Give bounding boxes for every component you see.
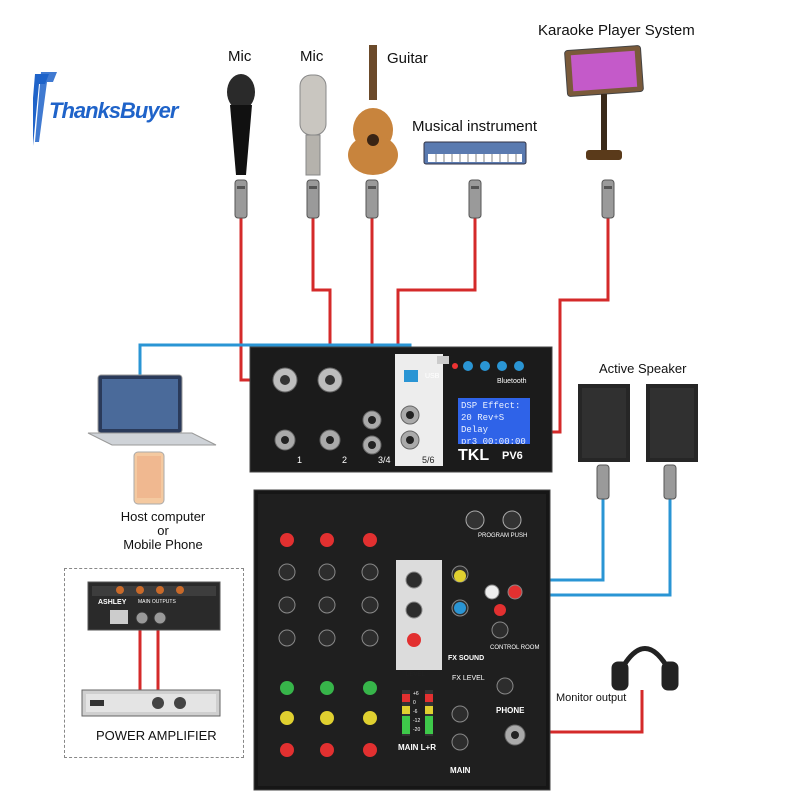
meter-tick: 0 (413, 700, 416, 706)
mic1-label: Mic (228, 48, 252, 65)
channel-3-4-label: 3/4 (378, 455, 391, 465)
mixer-model: PV6 (502, 450, 523, 462)
thanksbuyer-logo (33, 70, 148, 148)
rear-jacks (272, 356, 524, 455)
guitar-label: Guitar (387, 50, 428, 67)
monitor-output-label: Monitor output (556, 692, 627, 704)
amplifier-group-box (64, 568, 244, 758)
keyboard-icon (423, 141, 527, 165)
led-meters (402, 690, 433, 736)
cable-speaker-right (505, 490, 672, 597)
host-label: Host computer or Mobile Phone (98, 510, 228, 552)
power-amplifier-icon (81, 689, 221, 717)
mic2-label: Mic (300, 48, 324, 65)
mixer-brand: TKL (458, 447, 490, 464)
host-label-line: or (157, 523, 169, 538)
meter-scale: +6 0 -6 -12 -20 (413, 690, 420, 735)
active-speaker-left-icon (578, 384, 630, 462)
mixer-lcd-screen: DSP Effect: 20 Rev+S Delay pr3 00:00:00 (458, 398, 530, 444)
karaoke-label: Karaoke Player System (538, 22, 695, 39)
ashley-amp-icon (87, 581, 221, 631)
main-lr-label: MAIN L+R (398, 743, 436, 752)
logo-text: ThanksBuyer (49, 98, 178, 123)
karaoke-player-icon (564, 45, 644, 160)
meter-tick: -12 (413, 718, 421, 724)
control-room-label: CONTROL ROOM (490, 645, 540, 651)
headphones-icon (611, 646, 679, 691)
amp-panel-label: MAIN OUTPUTS (138, 599, 176, 605)
microphone-dynamic-icon (227, 74, 255, 175)
program-push-label: PROGRAM PUSH (478, 533, 528, 539)
fx-sound-label: FX SOUND (448, 655, 485, 662)
active-speaker-right-icon (646, 384, 698, 462)
mixer-knobs (278, 510, 526, 757)
active-speaker-label: Active Speaker (599, 361, 687, 376)
lcd-line: pr3 00:00:00 (461, 437, 526, 444)
meter-tick: -20 (413, 727, 421, 733)
channel-2-label: 2 (342, 455, 348, 465)
xlr-connectors (234, 179, 677, 500)
bluetooth-label: Bluetooth (497, 378, 527, 385)
guitar-icon (348, 45, 398, 175)
lcd-line: 20 Rev+S Delay (461, 413, 505, 435)
host-label-line: Host computer (120, 509, 206, 524)
mobile-phone-icon (133, 451, 165, 505)
usb-label: USB (425, 373, 440, 380)
meter-tick: +6 (413, 691, 419, 697)
lcd-line: DSP Effect: (461, 401, 521, 411)
phone-label: PHONE (496, 706, 525, 715)
level-label: LEVEL (406, 672, 425, 678)
fx-level-label: FX LEVEL (452, 675, 485, 682)
instrument-label: Musical instrument (412, 118, 538, 135)
microphone-condenser-icon (299, 74, 327, 176)
channel-5-6-label: 5/6 (422, 455, 435, 465)
amp-brand: ASHLEY (98, 599, 127, 606)
meter-tick: -6 (413, 709, 418, 715)
host-label-line: Mobile Phone (123, 537, 203, 552)
cable-monitor (528, 690, 644, 734)
laptop-icon (87, 374, 217, 446)
main-label: MAIN (450, 766, 471, 775)
power-amplifier-label: POWER AMPLIFIER (96, 728, 217, 743)
channel-1-label: 1 (297, 455, 303, 465)
cable-mic2 (311, 215, 332, 380)
